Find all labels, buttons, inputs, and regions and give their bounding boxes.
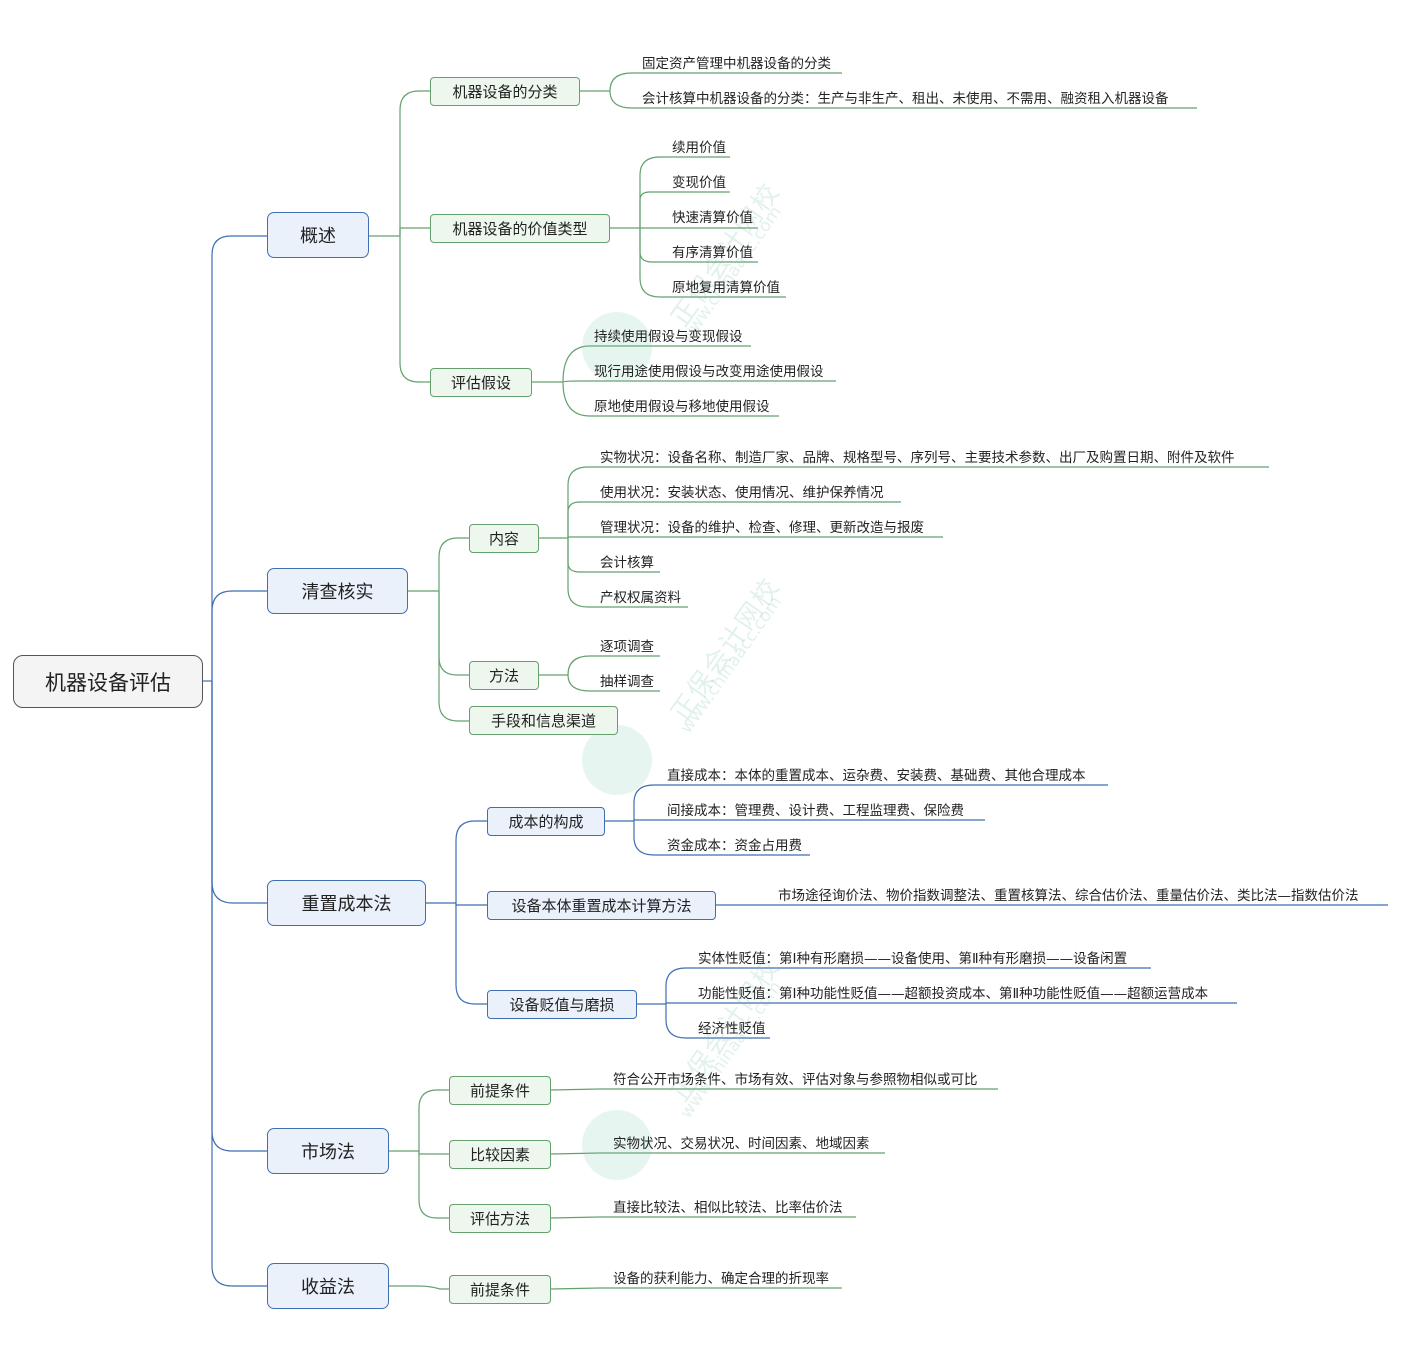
watermark-logo (582, 725, 652, 795)
leaf-content-1: 实物状况：设备名称、制造厂家、品牌、规格型号、序列号、主要技术参数、出厂及购置日… (600, 450, 1235, 466)
leaf-content-2: 使用状况：安装状态、使用情况、维护保养情况 (600, 485, 884, 501)
leaf-income-premise: 设备的获利能力、确定合理的折现率 (613, 1271, 829, 1287)
leaf-market-factors: 实物状况、交易状况、时间因素、地域因素 (613, 1136, 870, 1152)
leaf-method-2: 抽样调查 (600, 674, 654, 690)
subtopic-channels[interactable]: 手段和信息渠道 (469, 706, 618, 735)
leaf-cost-3: 资金成本：资金占用费 (667, 838, 802, 854)
leaf-content-4: 会计核算 (600, 555, 654, 571)
subtopic-value-types[interactable]: 机器设备的价值类型 (430, 214, 610, 243)
topic-replacement-cost[interactable]: 重置成本法 (267, 880, 426, 926)
leaf-classification-2: 会计核算中机器设备的分类：生产与非生产、租出、未使用、不需用、融资租入机器设备 (642, 91, 1169, 107)
subtopic-assumptions[interactable]: 评估假设 (430, 368, 532, 397)
subtopic-cost-structure[interactable]: 成本的构成 (487, 807, 605, 836)
leaf-content-3: 管理状况：设备的维护、检查、修理、更新改造与报废 (600, 520, 924, 536)
watermark-logo (582, 312, 652, 382)
leaf-body-cost-1: 市场途径询价法、物价指数调整法、重置核算法、综合估价法、重量估价法、类比法—指数… (778, 888, 1359, 904)
leaf-depreciation-2: 功能性贬值：第Ⅰ种功能性贬值——超额投资成本、第Ⅱ种功能性贬值——超额运营成本 (698, 986, 1209, 1002)
subtopic-market-methods[interactable]: 评估方法 (449, 1204, 551, 1233)
subtopic-depreciation[interactable]: 设备贬值与磨损 (487, 990, 637, 1019)
subtopic-body-cost-method[interactable]: 设备本体重置成本计算方法 (487, 891, 716, 920)
leaf-assumption-3: 原地使用假设与移地使用假设 (594, 399, 770, 415)
subtopic-classification[interactable]: 机器设备的分类 (430, 77, 580, 106)
leaf-value-type-5: 原地复用清算价值 (672, 280, 780, 296)
leaf-market-premise: 符合公开市场条件、市场有效、评估对象与参照物相似或可比 (613, 1072, 978, 1088)
topic-overview[interactable]: 概述 (267, 212, 369, 258)
leaf-assumption-2: 现行用途使用假设与改变用途使用假设 (594, 364, 824, 380)
subtopic-market-factors[interactable]: 比较因素 (449, 1140, 551, 1169)
leaf-value-type-4: 有序清算价值 (672, 245, 753, 261)
leaf-assumption-1: 持续使用假设与变现假设 (594, 329, 743, 345)
topic-verification[interactable]: 清查核实 (267, 568, 408, 614)
subtopic-income-premise[interactable]: 前提条件 (449, 1275, 551, 1304)
subtopic-content[interactable]: 内容 (469, 524, 539, 553)
leaf-value-type-1: 续用价值 (672, 140, 726, 156)
leaf-market-methods: 直接比较法、相似比较法、比率估价法 (613, 1200, 843, 1216)
leaf-depreciation-1: 实体性贬值：第Ⅰ种有形磨损——设备使用、第Ⅱ种有形磨损——设备闲置 (698, 951, 1128, 967)
root-node[interactable]: 机器设备评估 (13, 655, 203, 708)
watermark-logo (582, 1110, 652, 1180)
leaf-content-5: 产权权属资料 (600, 590, 681, 606)
topic-market-method[interactable]: 市场法 (267, 1128, 389, 1174)
subtopic-method[interactable]: 方法 (469, 661, 539, 690)
leaf-cost-1: 直接成本：本体的重置成本、运杂费、安装费、基础费、其他合理成本 (667, 768, 1086, 784)
leaf-depreciation-3: 经济性贬值 (698, 1021, 766, 1037)
leaf-cost-2: 间接成本：管理费、设计费、工程监理费、保险费 (667, 803, 964, 819)
leaf-value-type-3: 快速清算价值 (672, 210, 753, 226)
subtopic-market-premise[interactable]: 前提条件 (449, 1076, 551, 1105)
leaf-classification-1: 固定资产管理中机器设备的分类 (642, 56, 831, 72)
leaf-value-type-2: 变现价值 (672, 175, 726, 191)
topic-income-method[interactable]: 收益法 (267, 1263, 389, 1309)
leaf-method-1: 逐项调查 (600, 639, 654, 655)
